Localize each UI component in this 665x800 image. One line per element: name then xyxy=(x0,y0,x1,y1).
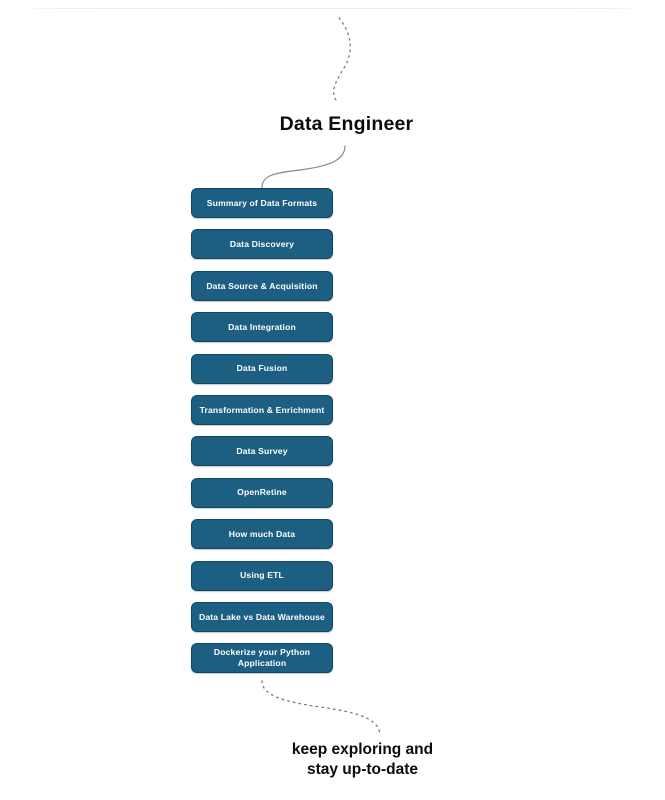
roadmap-item-using-etl[interactable]: Using ETL xyxy=(191,560,333,591)
roadmap-item-data-survey[interactable]: Data Survey xyxy=(191,436,333,467)
roadmap-item-label: Data Lake vs Data Warehouse xyxy=(198,611,325,622)
roadmap-item-transformation-and-enrichment[interactable]: Transformation & Enrichment xyxy=(191,394,333,425)
roadmap-item-label: Data Fusion xyxy=(236,363,288,374)
roadmap-item-data-integration[interactable]: Data Integration xyxy=(191,312,333,343)
roadmap-item-data-lake-vs-data-warehouse[interactable]: Data Lake vs Data Warehouse xyxy=(191,601,333,632)
roadmap-item-label: Summary of Data Formats xyxy=(206,197,318,208)
roadmap-item-label: Transformation & Enrichment xyxy=(199,404,325,415)
roadmap-item-label: Dockerize your Python Application xyxy=(213,647,311,669)
roadmap-item-label: Data Survey xyxy=(236,446,288,457)
top-dotted-curve xyxy=(333,17,351,101)
roadmap-item-label: Data Discovery xyxy=(229,239,295,250)
roadmap-item-label: Data Integration xyxy=(228,321,296,332)
roadmap-item-data-fusion[interactable]: Data Fusion xyxy=(191,353,333,384)
roadmap-item-label: Data Source & Acquisition xyxy=(206,280,318,291)
roadmap-item-data-discovery[interactable]: Data Discovery xyxy=(191,229,333,260)
top-divider-rule xyxy=(22,8,645,9)
closing-caption: keep exploring and stay up-to-date xyxy=(291,741,434,778)
roadmap-item-dockerize-your-python-application[interactable]: Dockerize your Python Application xyxy=(191,643,333,674)
page-title: Data Engineer xyxy=(279,113,414,135)
title-connector-curve xyxy=(261,145,346,189)
roadmap-item-data-source-and-acquisition[interactable]: Data Source & Acquisition xyxy=(191,270,333,301)
roadmap-topic-list: Summary of Data Formats Data Discovery D… xyxy=(191,188,333,685)
roadmap-item-label: Using ETL xyxy=(240,570,284,581)
bottom-dotted-curve xyxy=(261,680,381,736)
roadmap-item-label: OpenRetine xyxy=(237,487,287,498)
roadmap-item-openretine[interactable]: OpenRetine xyxy=(191,477,333,508)
roadmap-item-how-much-data[interactable]: How much Data xyxy=(191,519,333,550)
roadmap-item-label: How much Data xyxy=(228,528,296,539)
roadmap-item-summary-of-data-formats[interactable]: Summary of Data Formats xyxy=(191,188,333,218)
